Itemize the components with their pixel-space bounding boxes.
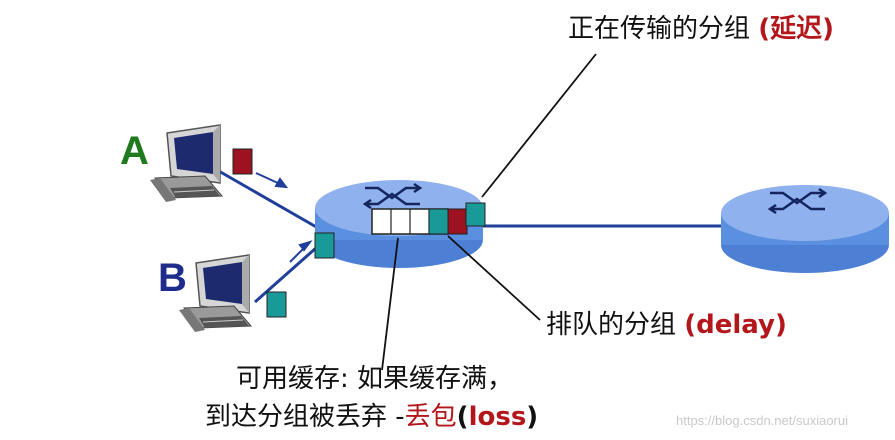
router-right <box>721 185 889 273</box>
router-switch-icon <box>767 187 828 215</box>
host-a-computer-icon <box>150 124 224 202</box>
queued-packet <box>447 208 468 235</box>
transmitting-delay: (延迟) <box>758 14 835 44</box>
transmitting-packet-label: 正在传输的分组 (延迟) <box>568 14 834 44</box>
callout-queued <box>447 235 541 321</box>
router-switch-icon <box>362 182 423 210</box>
buffer-line2-text: 到达分组被丢弃 - <box>205 402 405 432</box>
packet-at-router-input <box>314 232 335 259</box>
watermark: https://blog.csdn.net/suxiaorui <box>676 413 848 428</box>
queued-text: 排队的分组 <box>546 310 685 340</box>
queued-packets-label: 排队的分组 (delay) <box>546 310 787 340</box>
callout-buffer <box>381 237 399 371</box>
buffer-line2-paren-open: ( <box>456 402 469 432</box>
buffer-line2-loss: loss <box>468 402 527 432</box>
packet-from-b <box>266 291 287 318</box>
queued-delay: (delay) <box>684 310 787 340</box>
arrow-icon <box>255 172 313 263</box>
transmitting-text: 正在传输的分组 <box>568 14 759 44</box>
callout-transmitting <box>481 53 597 198</box>
host-b-computer-icon <box>179 254 253 332</box>
buffer-line2-paren-close: ) <box>526 402 539 432</box>
queue-buffer <box>371 208 468 235</box>
buffer-label-line1: 可用缓存: 如果缓存满， <box>236 364 514 394</box>
host-a-label: A <box>120 129 149 173</box>
transmitting-packet <box>465 202 486 227</box>
buffer-line2-drop: 丢包 <box>404 402 457 432</box>
buffer-label-line2: 到达分组被丢弃 -丢包(loss) <box>205 402 538 432</box>
queued-packet <box>428 208 449 235</box>
host-b-label: B <box>158 256 187 300</box>
link-a-router <box>216 168 326 234</box>
packet-from-a <box>232 148 253 175</box>
router-left <box>315 180 483 268</box>
